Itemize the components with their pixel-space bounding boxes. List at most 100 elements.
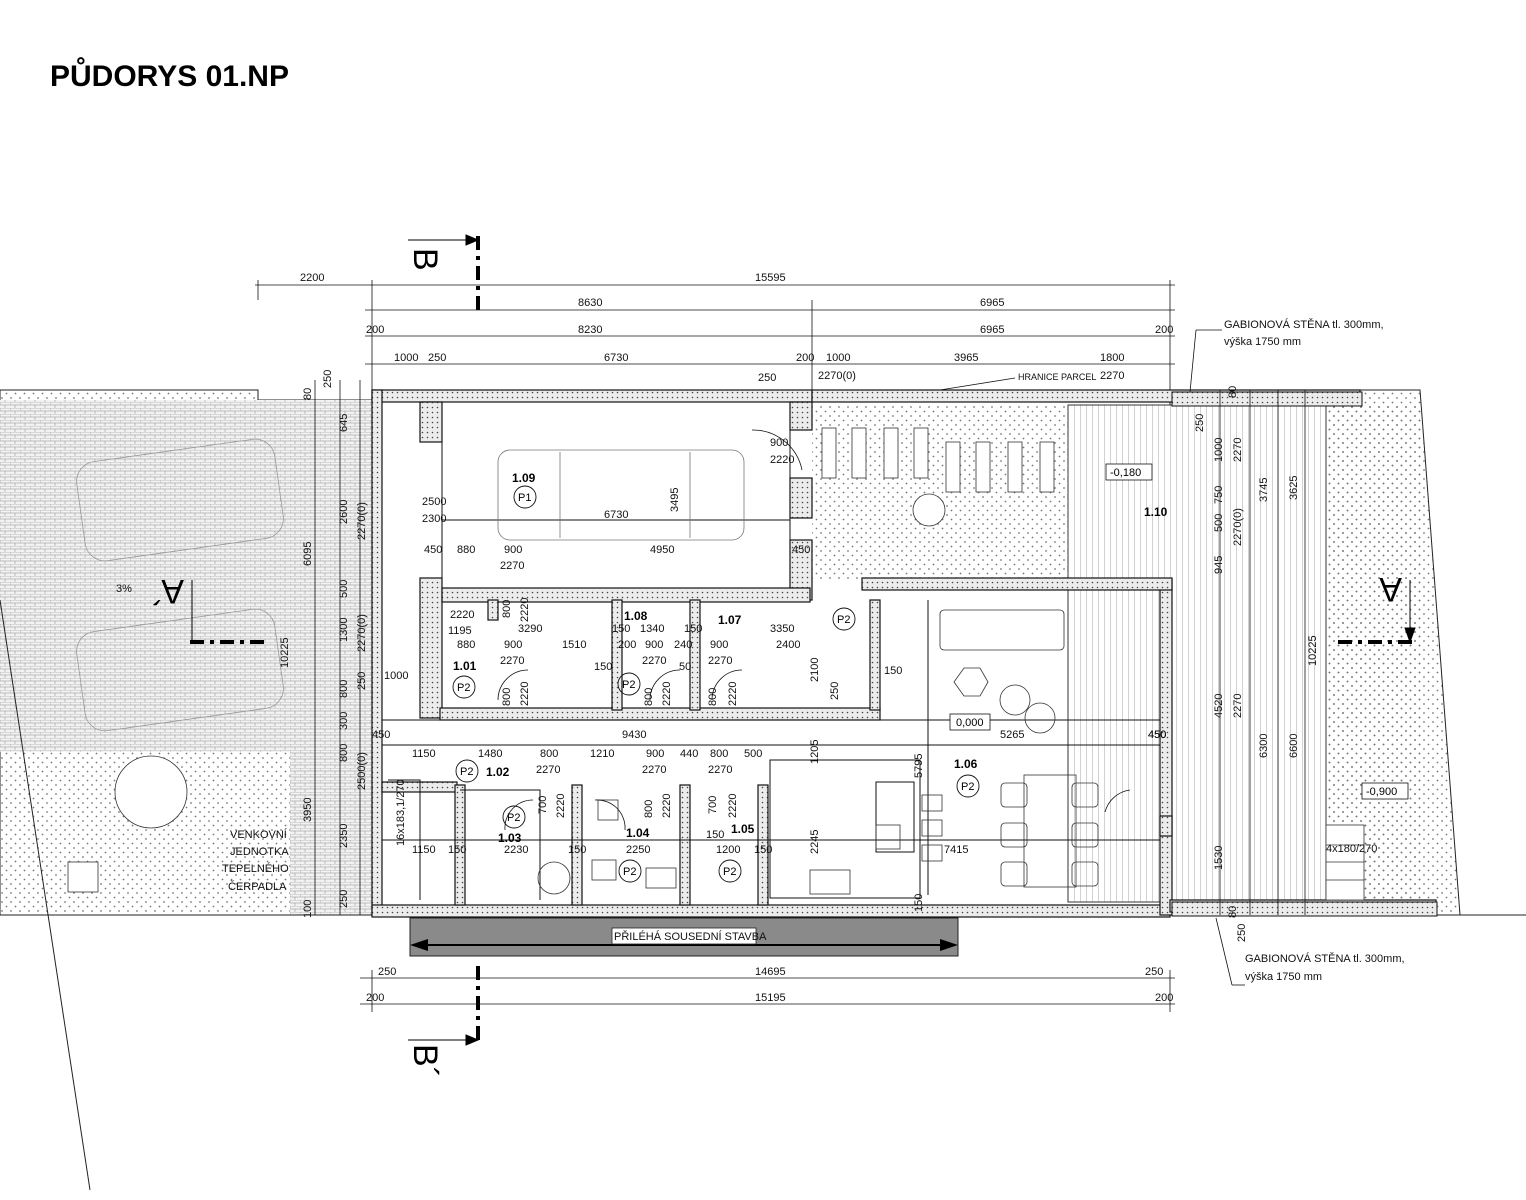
dim-14695: 14695: [755, 966, 786, 978]
note-heat-pump-line1: VENKOVNÍ: [230, 828, 288, 841]
right-dimension-texts: 250 80 1000 2270 750 500 2270(0) 3745 36…: [1194, 386, 1319, 942]
dim-i-3290: 3290: [518, 623, 542, 635]
dim-i-150d: 150: [884, 665, 902, 677]
note-exterior-steps: 4x180/270: [1326, 843, 1377, 855]
dim-2270b: 2270: [1232, 438, 1244, 462]
dim-2270-0b: 2270(0): [356, 614, 368, 652]
section-b-top: B: [406, 248, 444, 271]
dim-250c: 250: [378, 966, 396, 978]
dim-i-2220d: 2220: [519, 682, 531, 706]
dim-i-50: 50: [679, 661, 691, 673]
dim-200a: 200: [366, 324, 384, 336]
dim-i-2220a: 2220: [770, 454, 794, 466]
level-floor: 0,000: [956, 717, 984, 729]
dim-8230: 8230: [578, 324, 602, 336]
floor-tag-p2: P2: [723, 866, 736, 878]
dim-645: 645: [338, 414, 350, 432]
note-gabion-bottom-line2: výška 1750 mm: [1245, 971, 1322, 983]
dim-i-800f: 800: [710, 748, 728, 760]
dim-i-2220e: 2220: [661, 682, 673, 706]
level-terrace: -0,180: [1110, 467, 1141, 479]
room-1-01: 1.01: [453, 659, 477, 673]
dim-1800: 1800: [1100, 352, 1124, 364]
dim-80c: 80: [1227, 906, 1239, 918]
dim-i-3350: 3350: [770, 623, 794, 635]
dim-250h: 250: [1194, 414, 1206, 432]
dim-i-150i: 150: [913, 894, 925, 912]
dim-100: 100: [302, 900, 314, 918]
dim-6300: 6300: [1258, 734, 1270, 758]
dim-i-450a: 450: [424, 544, 442, 556]
dim-i-2220i: 2220: [727, 682, 739, 706]
dim-3625: 3625: [1288, 476, 1300, 500]
dim-750: 750: [1213, 486, 1225, 504]
room-1-05: 1.05: [731, 822, 755, 836]
dim-i-4950: 4950: [650, 544, 674, 556]
interior-lines: [381, 401, 1161, 906]
dim-i-5795: 5795: [913, 754, 925, 778]
note-gabion-top-line1: GABIONOVÁ STĚNA tl. 300mm,: [1224, 318, 1384, 331]
dim-i-1200: 1200: [716, 844, 740, 856]
dim-800b: 800: [338, 744, 350, 762]
dim-2270-0c: 2270(0): [1232, 508, 1244, 546]
dim-i-2270e: 2270: [536, 764, 560, 776]
dim-250e: 250: [322, 370, 334, 388]
dim-i-800d: 800: [707, 688, 719, 706]
note-heat-pump-line4: ČERPADLA: [228, 880, 287, 893]
dim-i-2220g: 2220: [661, 794, 673, 818]
section-a-right: A: [1379, 570, 1402, 608]
dim-200e: 200: [1155, 992, 1173, 1004]
dim-300: 300: [338, 712, 350, 730]
neighbour-label: PŘILÉHÁ SOUSEDNÍ STAVBA: [614, 930, 767, 943]
dim-2270c: 2270: [1232, 694, 1244, 718]
floor-tag-p2: P2: [961, 781, 974, 793]
room-1-03: 1.03: [498, 831, 522, 845]
note-heat-pump-line2: JEDNOTKA: [230, 846, 289, 858]
room-1-08: 1.08: [624, 609, 648, 623]
room-1-07: 1.07: [718, 613, 742, 627]
dim-i-2270a: 2270: [500, 560, 524, 572]
dim-i-900a: 900: [504, 544, 522, 556]
dim-i-1510: 1510: [562, 639, 586, 651]
dim-1000c: 1000: [384, 670, 408, 682]
dim-i-250a: 250: [829, 682, 841, 700]
dim-i-150c: 150: [594, 661, 612, 673]
dim-i-1480: 1480: [478, 748, 502, 760]
dim-i-800c: 800: [643, 688, 655, 706]
dim-i-2250: 2250: [626, 844, 650, 856]
dim-i-7415: 7415: [944, 844, 968, 856]
dim-i-900e: 900: [710, 639, 728, 651]
floor-tag-texts: P1 P2 P2 P2 P2 P2 P2 P2 P2: [457, 492, 974, 878]
floor-tags: [452, 485, 980, 883]
car-symbol: [497, 449, 745, 541]
dim-1000d: 1000: [1213, 438, 1225, 462]
dim-i-800b: 800: [501, 688, 513, 706]
dim-i-2270f: 2270: [642, 764, 666, 776]
section-a-marker: [190, 580, 1416, 644]
left-dimension-texts: 250 80 645 2600 2270(0) 6095 500 1300 22…: [279, 370, 368, 918]
dim-i-2270c: 2270: [642, 655, 666, 667]
dim-10225a: 10225: [279, 637, 291, 668]
dim-6965a: 6965: [980, 297, 1004, 309]
dim-10225b: 10225: [1307, 635, 1319, 666]
dim-i-800e: 800: [540, 748, 558, 760]
room-1-04: 1.04: [626, 826, 650, 840]
note-gabion-top-line2: výška 1750 mm: [1224, 336, 1301, 348]
dim-i-1195: 1195: [448, 625, 472, 637]
dim-i-2400: 2400: [776, 639, 800, 651]
dim-i-240: 240: [674, 639, 692, 651]
dim-500b: 500: [1213, 514, 1225, 532]
dim-i-1210: 1210: [590, 748, 614, 760]
dim-i-2270g: 2270: [708, 764, 732, 776]
floor-tag-p2: P2: [622, 679, 635, 691]
floor-tag-p2: P2: [507, 812, 520, 824]
section-a-left: A´: [150, 572, 184, 610]
dim-8630: 8630: [578, 297, 602, 309]
dim-6600: 6600: [1288, 734, 1300, 758]
dim-i-800g: 800: [643, 800, 655, 818]
dim-1000a: 1000: [394, 352, 418, 364]
dim-i-2230: 2230: [504, 844, 528, 856]
dim-i-900c: 900: [504, 639, 522, 651]
dim-6965b: 6965: [980, 324, 1004, 336]
